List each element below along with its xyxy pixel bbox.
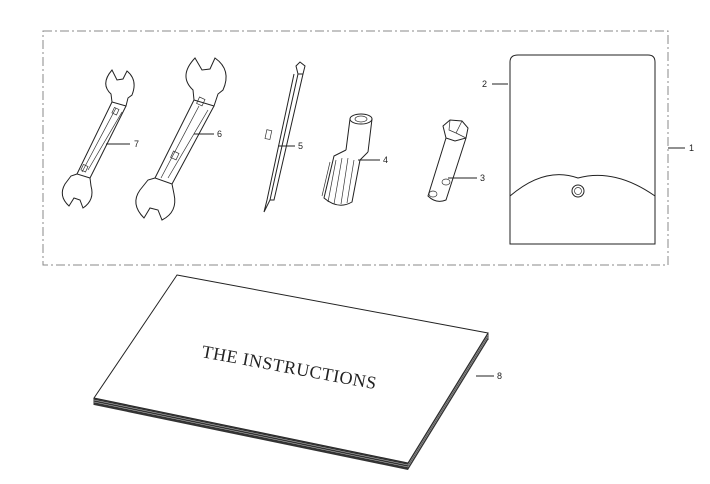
callout-2: 2 bbox=[482, 79, 487, 89]
screwdriver-bit bbox=[263, 61, 306, 213]
callout-3: 3 bbox=[480, 173, 485, 183]
large-wrench bbox=[135, 57, 227, 221]
kit-boundary-frame bbox=[42, 30, 669, 266]
spark-plug-socket bbox=[427, 119, 469, 202]
callout-7: 7 bbox=[134, 139, 139, 149]
callout-1: 1 bbox=[689, 143, 694, 153]
small-wrench bbox=[61, 69, 135, 209]
callout-5: 5 bbox=[298, 141, 303, 151]
socket-handle bbox=[321, 113, 373, 206]
callout-8: 8 bbox=[497, 371, 502, 381]
callout-4: 4 bbox=[383, 155, 388, 165]
callout-6: 6 bbox=[217, 129, 222, 139]
instruction-manual: THE INSTRUCTIONS bbox=[93, 274, 489, 470]
tool-pouch bbox=[509, 54, 656, 245]
